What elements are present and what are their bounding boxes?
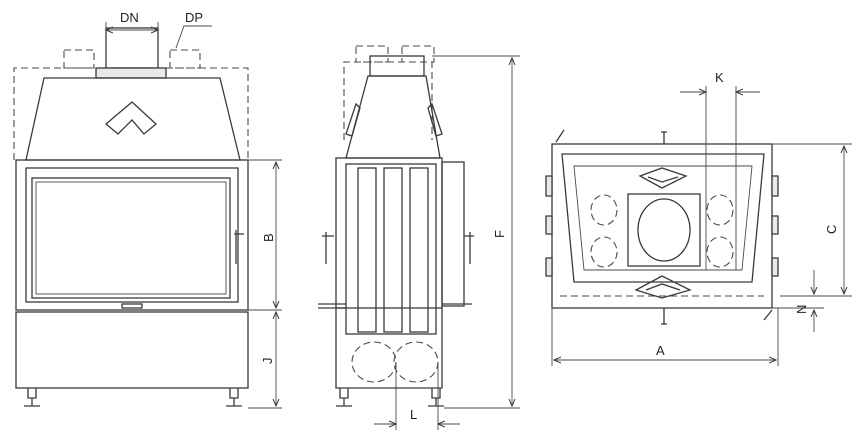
side-slot-3 (409, 167, 429, 333)
top-knob-lower (661, 308, 667, 325)
side-hood-left-fin (345, 102, 361, 137)
top-hole-2 (590, 236, 618, 268)
side-flue-collar (369, 55, 425, 77)
side-hood (345, 75, 441, 159)
top-center-opening (627, 193, 701, 267)
front-base (15, 311, 249, 389)
side-left-foot (336, 388, 352, 407)
flue-collar (105, 27, 159, 69)
dim-n: N (772, 270, 824, 332)
side-convection-panel (345, 163, 437, 335)
label-f: F (492, 230, 507, 238)
side-right-foot (428, 388, 444, 407)
side-left-handle (322, 232, 334, 264)
label-l: L (410, 407, 417, 422)
top-handle-corner-right (763, 309, 773, 321)
dim-b: B (248, 159, 282, 311)
label-n: N (794, 305, 809, 314)
top-inner-trapezoid (561, 153, 765, 283)
label-k: K (715, 70, 724, 85)
side-ledge (318, 303, 472, 309)
side-hood-right-fin (427, 102, 443, 137)
front-view (13, 27, 249, 407)
front-glass-inner (35, 181, 227, 295)
dim-c: C (772, 143, 852, 297)
top-right-tabs (771, 175, 779, 277)
side-base (335, 308, 443, 389)
top-handle-corner-left (555, 129, 565, 143)
top-hole-1 (590, 194, 618, 226)
front-glass (31, 177, 231, 299)
label-c: C (824, 225, 839, 234)
front-hood (25, 77, 241, 161)
side-slot-1 (357, 167, 377, 333)
dim-a: A (551, 308, 779, 366)
side-envelope-outline (343, 61, 433, 140)
side-slot-2 (383, 167, 403, 333)
front-door-frame (15, 159, 249, 311)
dim-k: K (680, 70, 760, 270)
dim-dp: DP (175, 10, 212, 49)
flue-base-plate (95, 67, 167, 79)
front-right-socket (169, 49, 201, 69)
front-latch (121, 303, 143, 309)
top-view (545, 129, 779, 325)
label-a: A (656, 343, 665, 358)
side-inlet-left (351, 341, 397, 383)
side-door-profile (441, 161, 465, 307)
label-j: J (260, 358, 275, 365)
label-dp: DP (185, 10, 203, 25)
front-envelope-outline (13, 67, 249, 160)
dim-f: F (432, 55, 520, 409)
side-right-handle (464, 232, 474, 264)
front-left-foot (24, 388, 40, 407)
chevron-logo-icon (104, 101, 157, 135)
top-chevron-lower-icon (634, 275, 692, 299)
top-chevron-upper-icon (638, 167, 688, 189)
dim-dn: DN (106, 10, 158, 30)
top-knob-upper (661, 131, 667, 144)
side-inlet-right (393, 341, 439, 383)
side-right-socket (401, 45, 435, 63)
side-view (318, 45, 474, 407)
top-hole-4 (706, 236, 734, 268)
label-dn: DN (120, 10, 139, 25)
front-door (25, 167, 239, 303)
label-b: B (261, 233, 276, 242)
front-left-socket (63, 49, 95, 69)
front-right-foot (226, 388, 242, 407)
top-flue-oval (637, 198, 691, 262)
dim-l: L (374, 362, 460, 430)
top-left-tabs (545, 175, 553, 277)
dim-j: J (248, 312, 282, 409)
side-body (335, 157, 443, 309)
side-left-socket (355, 45, 389, 63)
top-inner-trapezoid-2 (573, 165, 753, 271)
top-hole-3 (706, 194, 734, 226)
front-door-handle (234, 230, 244, 264)
